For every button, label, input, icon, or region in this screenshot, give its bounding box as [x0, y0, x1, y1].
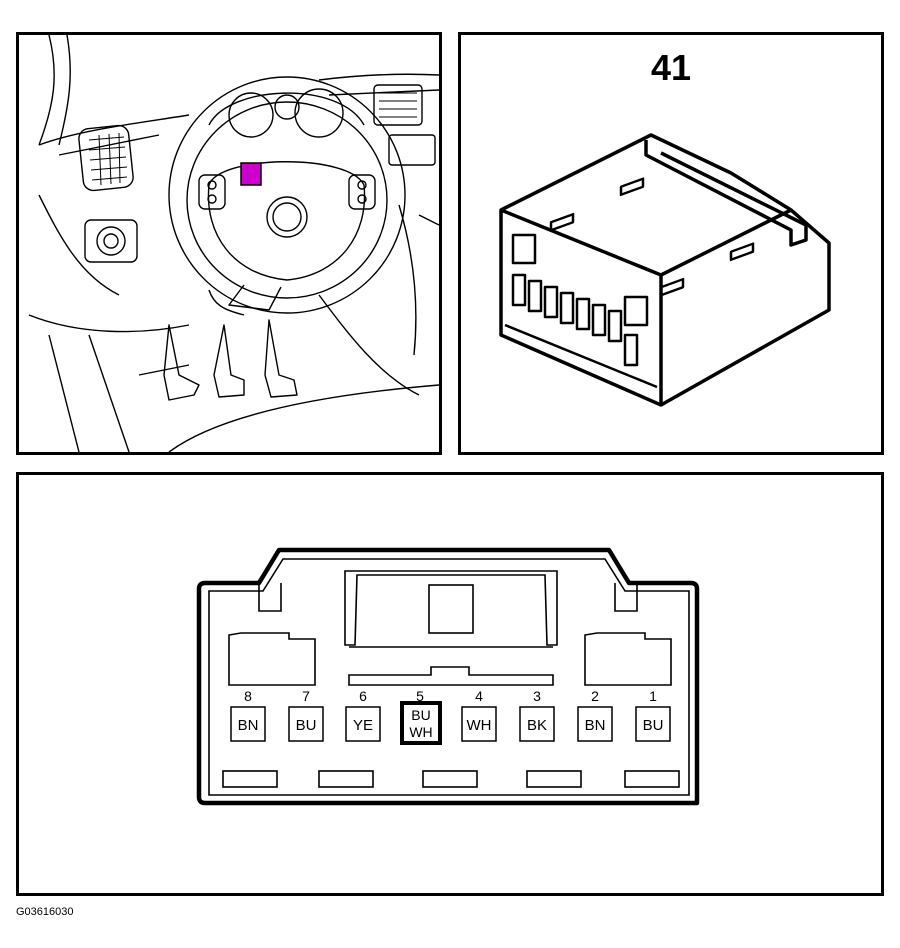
component-highlight	[240, 162, 262, 186]
pin-4-wire-color: WH	[467, 717, 492, 734]
connector-face-view: 8 BN 7 BU 6 YE 5 BU WH 4 WH 3 BK 2 BN 1 …	[196, 547, 700, 806]
pin-6-cavity	[345, 706, 381, 742]
pin-8-wire-color: BN	[238, 717, 259, 734]
location-view-panel	[16, 32, 442, 455]
pin-1-cavity	[635, 706, 671, 742]
figure-id: G03616030	[16, 906, 74, 918]
pin-number-8: 8	[244, 688, 252, 704]
pin-number-2: 2	[591, 688, 599, 704]
pin-number-4: 4	[475, 688, 483, 704]
connector-isometric-illustration	[499, 133, 831, 407]
connector-number: 41	[650, 47, 692, 88]
connector-view-panel: 41	[458, 32, 884, 455]
pin-4-cavity	[461, 706, 497, 742]
pin-5-cavity-highlighted	[400, 701, 442, 745]
pin-1-wire-color: BU	[643, 717, 664, 734]
pin-number-6: 6	[359, 688, 367, 704]
pin-number-3: 3	[533, 688, 541, 704]
pin-7-cavity	[288, 706, 324, 742]
dashboard-illustration	[28, 34, 440, 453]
pin-2-wire-color: BN	[585, 717, 606, 734]
connector-face-panel: 8 BN 7 BU 6 YE 5 BU WH 4 WH 3 BK 2 BN 1 …	[16, 472, 884, 896]
pin-8-cavity	[230, 706, 266, 742]
pin-2-cavity	[577, 706, 613, 742]
pin-6-wire-color: YE	[353, 717, 373, 734]
pin-3-wire-color: BK	[527, 717, 547, 734]
pin-5-wire-color-line2: WH	[409, 724, 432, 740]
pin-3-cavity	[519, 706, 555, 742]
pin-number-1: 1	[649, 688, 657, 704]
pin-number-5: 5	[416, 688, 424, 704]
pin-5-wire-color-line1: BU	[411, 707, 430, 723]
pin-7-wire-color: BU	[296, 717, 317, 734]
connector-housing-outline	[196, 547, 700, 806]
pin-number-7: 7	[302, 688, 310, 704]
